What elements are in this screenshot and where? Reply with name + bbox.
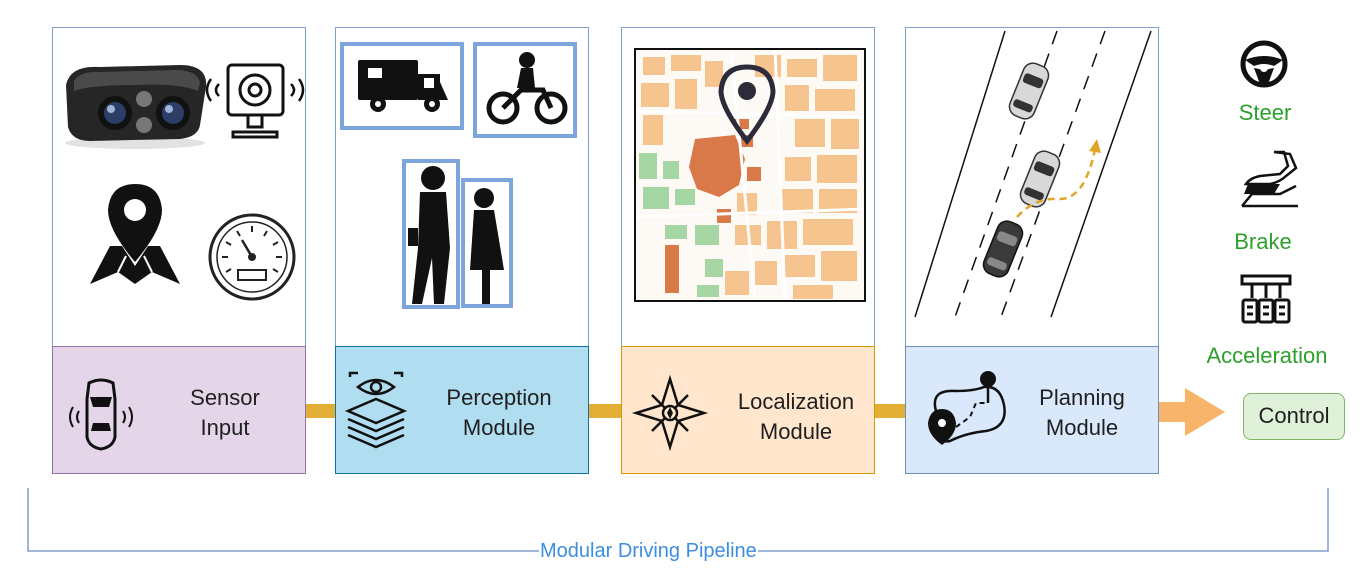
planning-label-line2: Module: [1045, 415, 1119, 440]
localization-label-line1: Localization: [737, 389, 855, 414]
road-lanes-image: [914, 30, 1152, 318]
map-pin-icon: [90, 184, 180, 284]
planning-module: Planning Module: [905, 346, 1159, 474]
city-map-image: [634, 48, 866, 302]
perception-label-line1: Perception: [446, 385, 552, 410]
localization-label-line2: Module: [759, 419, 833, 444]
sensor-input-module: Sensor Input: [52, 346, 306, 474]
connector-3: [875, 404, 905, 418]
steering-wheel-icon: [1240, 40, 1288, 88]
speedometer-icon: [208, 213, 296, 301]
localization-module: Localization Module: [621, 346, 875, 474]
pipeline-label: Modular Driving Pipeline: [539, 540, 758, 563]
control-box: Control: [1243, 393, 1345, 440]
car-sensor-icon: [69, 378, 133, 451]
compass-icon: [631, 374, 709, 452]
acceleration-label: Acceleration: [1206, 343, 1328, 368]
layers-eye-icon: [344, 371, 408, 449]
sensor-label-line1: Sensor: [190, 385, 260, 410]
rv-detection-icon: [340, 42, 464, 130]
motorcycle-detection-icon: [473, 42, 577, 138]
control-arrow: [1159, 388, 1225, 436]
planning-label-line1: Planning: [1039, 385, 1125, 410]
perception-label-line2: Module: [462, 415, 536, 440]
brake-pedal-icon: [1241, 150, 1298, 208]
perception-module: Perception Module: [335, 346, 589, 474]
stereo-camera-icon: [65, 65, 207, 149]
brake-label: Brake: [1234, 229, 1292, 254]
radar-sensor-icon: [205, 63, 305, 139]
sensor-label-line2: Input: [200, 415, 250, 440]
connector-1: [306, 404, 335, 418]
steer-label: Steer: [1238, 100, 1292, 125]
route-planning-icon: [928, 371, 1006, 445]
connector-2: [589, 404, 621, 418]
pedestrian-detection-icon: [402, 159, 513, 309]
pedals-icon: [1240, 274, 1292, 324]
